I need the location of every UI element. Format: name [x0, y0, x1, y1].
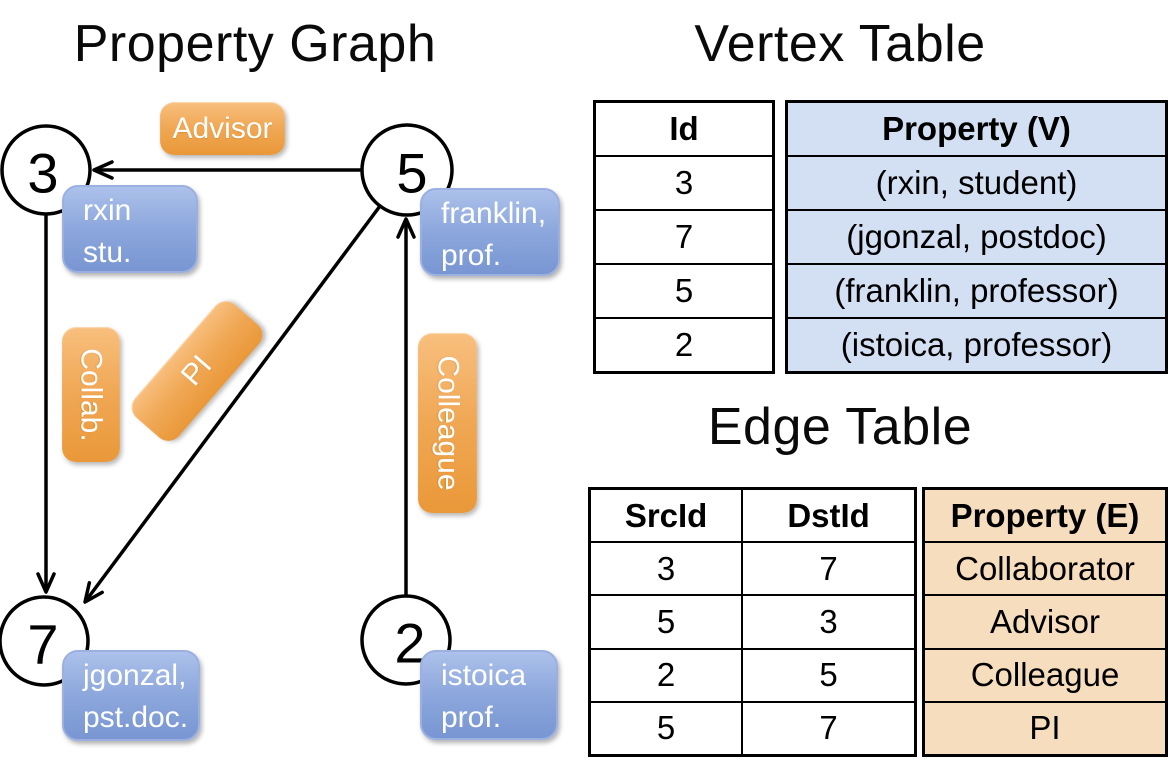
edge-table-dst-cell: 7: [741, 702, 914, 755]
vertex-table-property-cell: (rxin, student): [788, 155, 1165, 209]
vertex-box-franklin-line1: franklin,: [441, 197, 547, 230]
edge-label-advisor-text: Advisor: [172, 111, 273, 145]
vertex-table-id-cell: 7: [596, 209, 772, 263]
edge-table-srcid-header: SrcId: [624, 496, 708, 534]
edge-table-dst-cell: 3: [741, 596, 914, 648]
node-label-7: 7: [27, 612, 59, 676]
vertex-box-rxin: rxin stu.: [62, 185, 198, 273]
vertex-table-id-cell: 3: [596, 155, 772, 209]
edge-table-id-header-row: SrcId DstId: [591, 490, 914, 542]
vertex-box-franklin-line2: prof.: [441, 239, 502, 272]
vertex-box-franklin: franklin, prof.: [420, 188, 560, 276]
edge-table-src-cell: 3: [656, 549, 676, 587]
graph-canvas: [0, 123, 454, 687]
edge-table-id-row: 5 3: [591, 594, 914, 648]
edge-table-dstid-header: DstId: [741, 490, 914, 542]
edge-table-src-cell: 5: [656, 603, 676, 640]
vertex-table-id-cell: 5: [596, 263, 772, 317]
edge-table-property-cell: Advisor: [925, 594, 1165, 647]
edge-table-property-cell: Colleague: [925, 647, 1165, 701]
edge-table-title: Edge Table: [707, 398, 973, 456]
edge-table-id-row: 3 7: [591, 541, 914, 595]
vertex-box-istoica-line2: prof.: [441, 701, 502, 734]
vertex-table-id-cell: 2: [596, 317, 772, 371]
edge-5-to-7: [83, 204, 382, 604]
edge-table-id-row: 2 5: [591, 647, 914, 701]
vertex-box-rxin-line1: rxin: [83, 194, 132, 227]
edge-table-src-cell: 5: [656, 709, 676, 747]
edge-label-colleague-text: Colleague: [431, 355, 465, 491]
vertex-table-property-cell: (jgonzal, postdoc): [788, 209, 1165, 263]
edge-table-id-columns: SrcId DstId 3 7 5 3 2 5 5 7: [588, 487, 917, 757]
vertex-table-id-header: Id: [669, 110, 699, 147]
property-graph-title: Property Graph: [73, 15, 437, 73]
edge-table-property-cell: PI: [925, 700, 1165, 754]
edge-table-property-column: Property (E) Collaborator Advisor Collea…: [922, 487, 1168, 757]
vertex-box-jgonzal: jgonzal, pst.doc.: [62, 650, 200, 741]
edge-table-dst-cell: 5: [741, 649, 914, 701]
vertex-box-rxin-line2: stu.: [83, 236, 132, 269]
vertex-box-jgonzal-line1: jgonzal,: [83, 659, 187, 692]
vertex-table-property-cell: (istoica, professor): [788, 317, 1165, 371]
edge-label-collab-text: Collab.: [75, 347, 109, 442]
edge-table-src-cell: 2: [656, 656, 676, 694]
vertex-table-id-column: Id 3 7 5 2: [593, 100, 775, 374]
edge-table-property-cell: Collaborator: [925, 541, 1165, 594]
vertex-box-istoica: istoica prof.: [420, 650, 558, 740]
edge-table-property-header: Property (E): [950, 496, 1140, 534]
edge-table-dst-cell: 7: [741, 543, 914, 595]
node-label-3: 3: [27, 141, 59, 205]
edge-label-collab: Collab.: [62, 327, 120, 462]
edge-label-advisor: Advisor: [160, 102, 285, 155]
vertex-table-property-header: Property (V): [882, 110, 1071, 147]
vertex-box-jgonzal-line2: pst.doc.: [83, 701, 189, 734]
edge-label-colleague: Colleague: [418, 333, 477, 513]
vertex-table-property-cell: (franklin, professor): [788, 263, 1165, 317]
vertex-box-istoica-line1: istoica: [441, 659, 527, 692]
edge-label-pi-text: PI: [174, 349, 219, 393]
vertex-table-title: Vertex Table: [694, 15, 986, 73]
vertex-table-property-column: Property (V) (rxin, student) (jgonzal, p…: [785, 100, 1168, 374]
edge-table-id-row: 5 7: [591, 700, 914, 755]
